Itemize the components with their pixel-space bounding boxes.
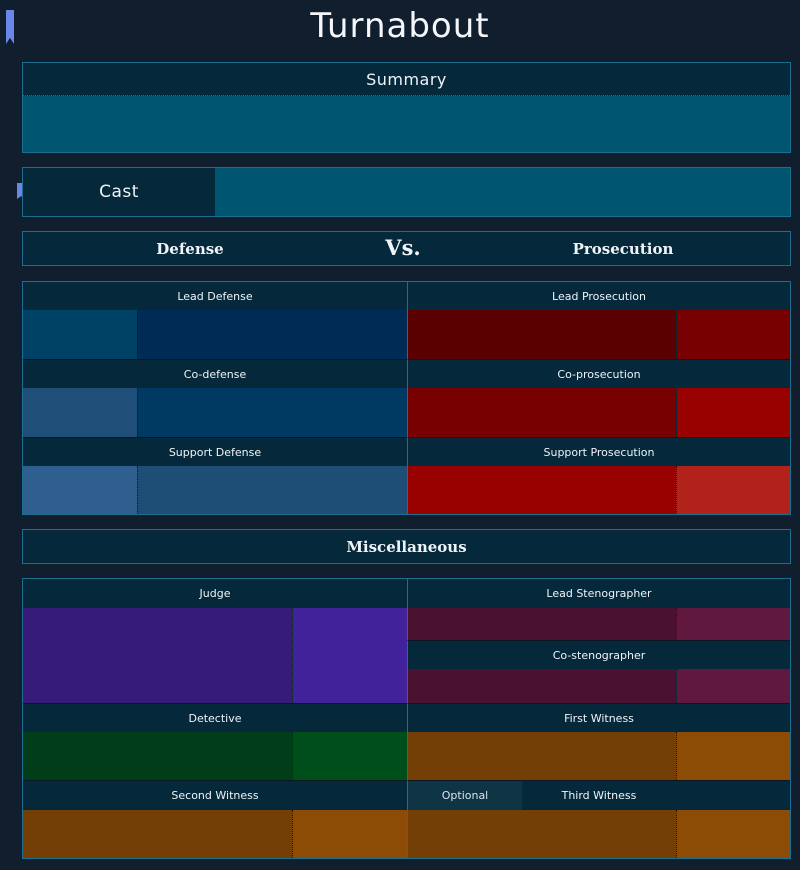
cast-bookmark-icon[interactable] (17, 183, 25, 199)
support-defense-portrait[interactable] (23, 466, 137, 514)
lead-prosecution-name[interactable] (407, 310, 676, 359)
support-prosecution-portrait[interactable] (676, 466, 790, 514)
cast-panel: Cast (22, 167, 791, 217)
misc-title: Miscellaneous (346, 537, 467, 556)
versus-bar: Defense Vs. Prosecution (22, 231, 791, 266)
lead-defense-portrait[interactable] (23, 310, 137, 359)
detective-portrait[interactable] (292, 732, 407, 780)
versus-label: Vs. (385, 235, 421, 260)
co-prosecution-label: Co-prosecution (557, 367, 641, 381)
lead-stenographer-name[interactable] (407, 608, 676, 640)
lead-stenographer-portrait[interactable] (676, 608, 790, 640)
bookmark-icon[interactable] (6, 10, 14, 44)
support-defense-header: Support Defense (23, 437, 407, 466)
co-stenographer-label: Co-stenographer (552, 648, 646, 662)
lead-prosecution-header: Lead Prosecution (407, 282, 790, 310)
support-prosecution-header: Support Prosecution (407, 437, 790, 466)
first-witness-name[interactable] (407, 732, 676, 780)
co-stenographer-name[interactable] (407, 669, 676, 703)
lead-defense-label: Lead Defense (177, 289, 253, 303)
detective-label: Detective (188, 711, 242, 725)
support-prosecution-name[interactable] (407, 466, 676, 514)
co-defense-header: Co-defense (23, 359, 407, 388)
cast-title: Cast (99, 182, 139, 202)
co-prosecution-portrait[interactable] (676, 388, 790, 437)
judge-name[interactable] (23, 608, 292, 703)
second-witness-header: Second Witness (23, 780, 407, 810)
co-prosecution-header: Co-prosecution (407, 359, 790, 388)
third-witness-label: Third Witness (561, 789, 637, 802)
defense-title: Defense (156, 240, 224, 258)
third-witness-portrait[interactable] (676, 810, 790, 858)
co-stenographer-portrait[interactable] (676, 669, 790, 703)
first-witness-header: First Witness (407, 703, 790, 732)
second-witness-portrait[interactable] (292, 810, 407, 858)
judge-label: Judge (199, 587, 231, 600)
lead-defense-header: Lead Defense (23, 282, 407, 310)
co-defense-portrait[interactable] (23, 388, 137, 437)
support-prosecution-label: Support Prosecution (543, 445, 655, 459)
lead-prosecution-portrait[interactable] (676, 310, 790, 359)
lead-stenographer-header: Lead Stenographer (407, 579, 790, 608)
page-title: Turnabout (310, 6, 490, 46)
co-defense-label: Co-defense (183, 367, 247, 381)
second-witness-label: Second Witness (171, 789, 259, 802)
first-witness-portrait[interactable] (676, 732, 790, 780)
third-witness-name[interactable] (407, 810, 676, 858)
first-witness-label: First Witness (564, 711, 634, 725)
co-defense-name[interactable] (137, 388, 407, 437)
summary-body[interactable] (23, 96, 790, 152)
cast-body[interactable] (215, 168, 790, 216)
lead-prosecution-label: Lead Prosecution (552, 289, 646, 303)
co-prosecution-name[interactable] (407, 388, 676, 437)
misc-grid: Judge Lead Stenographer Co-stenographer … (22, 578, 791, 859)
summary-title: Summary (366, 69, 447, 89)
summary-panel: Summary (22, 62, 791, 153)
summary-header: Summary (23, 63, 790, 96)
judge-header: Judge (23, 579, 407, 608)
roles-grid: Lead Defense Lead Prosecution Co-defense… (22, 281, 791, 515)
cast-header: Cast (23, 168, 215, 216)
co-stenographer-header: Co-stenographer (407, 640, 790, 669)
detective-header: Detective (23, 703, 407, 732)
misc-bar: Miscellaneous (22, 529, 791, 564)
support-defense-label: Support Defense (168, 445, 262, 459)
detective-name[interactable] (23, 732, 292, 780)
optional-tag[interactable]: Optional (408, 781, 522, 810)
optional-label: Optional (441, 789, 489, 802)
lead-defense-name[interactable] (137, 310, 407, 359)
support-defense-name[interactable] (137, 466, 407, 514)
lead-stenographer-label: Lead Stenographer (546, 587, 652, 600)
prosecution-title: Prosecution (572, 240, 674, 258)
judge-portrait[interactable] (292, 608, 407, 703)
second-witness-name[interactable] (23, 810, 292, 858)
